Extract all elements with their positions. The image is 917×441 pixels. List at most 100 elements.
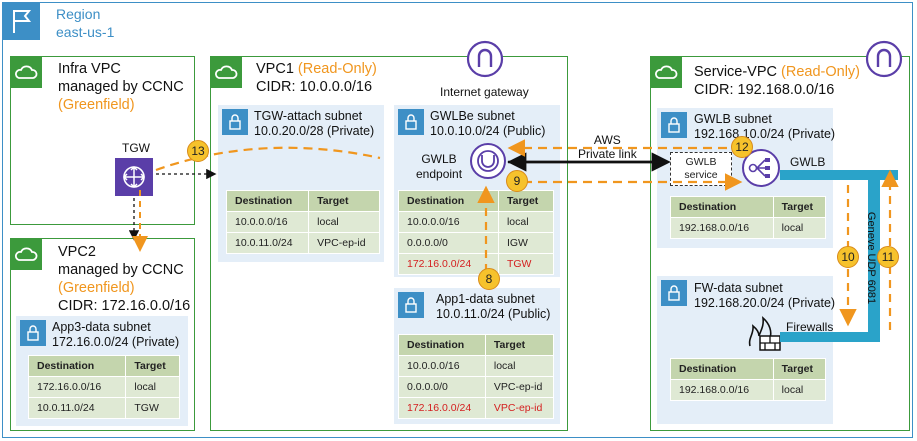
- internet-gateway-icon: [865, 40, 903, 78]
- step-13-badge: 13: [187, 140, 209, 162]
- infra-vpc-title-line2: managed by CCNC: [58, 79, 184, 95]
- tgw-subnet-name: TGW-attach subnet: [254, 109, 363, 123]
- route-destination: 172.16.0.0/16: [27, 376, 127, 398]
- cloud-icon: [210, 56, 242, 88]
- app1-subnet-title: App1-data subnet 10.0.11.0/24 (Public): [436, 292, 550, 322]
- col-target: Target: [497, 190, 555, 212]
- step-9-badge: 9: [506, 170, 528, 192]
- step-8-badge: 8: [478, 268, 500, 290]
- route-target: local: [772, 379, 827, 401]
- route-target: IGW: [497, 232, 555, 254]
- cloud-icon: [650, 56, 682, 88]
- col-target: Target: [125, 355, 180, 377]
- route-target: local: [772, 217, 827, 239]
- col-target: Target: [308, 190, 380, 212]
- step-10-badge: 10: [837, 246, 859, 268]
- cloud-icon: [10, 56, 42, 88]
- vpc2-cidr: CIDR: 172.16.0.0/16: [58, 298, 191, 314]
- lock-icon: [20, 320, 46, 346]
- route-destination: 172.16.0.0/24: [398, 397, 486, 419]
- route-target: local: [497, 211, 555, 233]
- cloud-icon: [10, 238, 42, 270]
- step-11-badge: 11: [877, 246, 899, 268]
- vpc1-title: VPC1 (Read-Only) CIDR: 10.0.0.0/16: [256, 60, 377, 96]
- tgw-subnet-cidr: 10.0.20.0/28 (Private): [254, 124, 375, 138]
- app3-subnet-title: App3-data subnet 172.16.0.0/24 (Private): [52, 320, 179, 350]
- fw-subnet-title: FW-data subnet 192.168.20.0/24 (Private): [694, 281, 835, 311]
- gwlb-service-box: GWLB service: [670, 152, 732, 186]
- flow-13-line: [155, 146, 381, 172]
- privatelink-label: AWS Private link: [578, 133, 637, 161]
- col-destination: Destination: [670, 196, 774, 218]
- route-target: VPC-ep-id: [484, 376, 555, 398]
- vpc1-name: VPC1: [256, 61, 294, 77]
- infra-vpc-title-line1: Infra VPC: [58, 61, 121, 77]
- service-vpc-title: Service-VPC (Read-Only) CIDR: 192.168.0.…: [694, 63, 860, 99]
- route-destination: 0.0.0.0/0: [398, 376, 486, 398]
- gwlb-subnet-title: GWLB subnet 192.168.10.0/24 (Private): [694, 112, 835, 142]
- vpc2-tag: (Greenfield): [58, 280, 135, 296]
- step-12-badge: 12: [731, 136, 753, 158]
- gwlb-endpoint-line2: endpoint: [416, 167, 463, 181]
- route-target: VPC-ep-id: [308, 232, 380, 254]
- col-destination: Destination: [398, 334, 486, 356]
- service-vpc-cidr: CIDR: 192.168.0.0/16: [694, 82, 835, 98]
- fw-subnet-cidr: 192.168.20.0/24 (Private): [694, 296, 836, 310]
- gwlb-endpoint-icon: [468, 141, 508, 181]
- service-vpc-tag: (Read-Only): [781, 64, 860, 80]
- geneve-tunnel-top: [780, 170, 898, 180]
- gwlb-endpoint-line1: GWLB: [421, 152, 457, 166]
- tgw-subnet-title: TGW-attach subnet 10.0.20.0/28 (Private): [254, 109, 374, 139]
- gwlb-subnet-cidr: 192.168.10.0/24 (Private): [694, 127, 836, 141]
- privatelink-line1: AWS: [593, 133, 621, 147]
- gwlbe-subnet-name: GWLBe subnet: [430, 109, 515, 123]
- route-destination: 192.168.0.0/16: [670, 217, 774, 239]
- infra-vpc-title: Infra VPC managed by CCNC (Greenfield): [58, 60, 184, 114]
- tgw-icon: [115, 158, 153, 196]
- route-destination: 10.0.0.0/16: [398, 355, 486, 377]
- service-vpc-name: Service-VPC: [694, 64, 777, 80]
- region-title: Region: [56, 6, 101, 22]
- route-destination: 10.0.11.0/24: [225, 232, 310, 254]
- route-destination: 0.0.0.0/0: [398, 232, 499, 254]
- col-destination: Destination: [225, 190, 310, 212]
- firewall-icon: [744, 312, 784, 352]
- igw-label: Internet gateway: [440, 85, 529, 99]
- app1-subnet-name: App1-data subnet: [436, 292, 535, 306]
- region-flag-icon: [2, 2, 40, 40]
- gwlbe-subnet-title: GWLBe subnet 10.0.10.0/24 (Public): [430, 109, 545, 139]
- region-label: Region east-us-1: [56, 5, 114, 41]
- vpc2-title: VPC2 managed by CCNC (Greenfield) CIDR: …: [58, 243, 190, 315]
- tgw-label: TGW: [122, 141, 150, 155]
- route-destination: 10.0.0.0/16: [398, 211, 499, 233]
- vpc1-cidr: CIDR: 10.0.0.0/16: [256, 79, 373, 95]
- col-target: Target: [772, 196, 827, 218]
- vpc1-tag: (Read-Only): [297, 61, 377, 77]
- col-target: Target: [772, 358, 827, 380]
- lock-icon: [661, 280, 687, 306]
- lock-icon: [398, 292, 424, 318]
- app3-subnet-name: App3-data subnet: [52, 320, 151, 334]
- lock-icon: [222, 109, 248, 135]
- route-target: TGW: [497, 253, 555, 275]
- vpc2-managed: managed by CCNC: [58, 262, 184, 278]
- gwlb-service-line2: service: [684, 169, 718, 181]
- route-target: TGW: [125, 397, 180, 419]
- gwlbe-subnet-cidr: 10.0.10.0/24 (Public): [430, 124, 546, 138]
- gwlb-icon: [741, 148, 781, 188]
- geneve-tunnel-bottom: [780, 332, 880, 342]
- lock-icon: [398, 109, 424, 135]
- gwlb-endpoint-label: GWLB endpoint: [416, 152, 462, 182]
- route-target: VPC-ep-id: [484, 397, 555, 419]
- app3-subnet-cidr: 172.16.0.0/24 (Private): [52, 335, 180, 349]
- firewalls-label: Firewalls: [786, 320, 834, 334]
- region-name: east-us-1: [56, 24, 115, 40]
- app1-subnet-cidr: 10.0.11.0/24 (Public): [436, 307, 551, 321]
